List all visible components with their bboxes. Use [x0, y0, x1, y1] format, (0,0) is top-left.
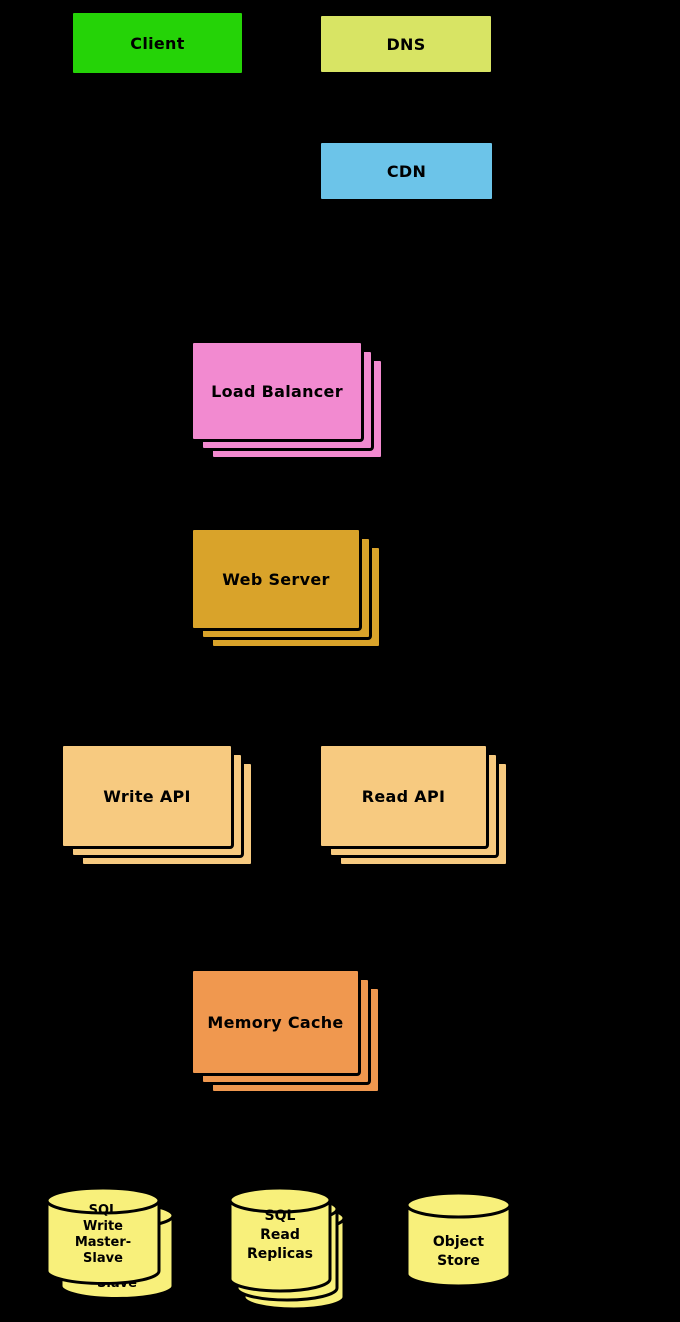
sql-write-master-slave-label: SQL Write Master- Slave — [74, 1203, 132, 1266]
memory-cache-face: Memory Cache — [190, 968, 361, 1076]
read-api-node: Read API — [318, 743, 509, 867]
cdn-label: CDN — [386, 161, 427, 181]
dns-label: DNS — [386, 34, 426, 54]
dns-node: DNS — [318, 13, 494, 75]
cdn-node: CDN — [318, 140, 495, 202]
sql-read-replicas-node: SQL Read Replicas — [228, 1186, 346, 1311]
sql-write-master-slave-node: Slave SQL Write Master- Slave — [45, 1186, 175, 1300]
web-server-face: Web Server — [190, 527, 362, 631]
memory-cache-label: Memory Cache — [207, 1012, 344, 1032]
load-balancer-face: Load Balancer — [190, 340, 364, 442]
client-label: Client — [130, 33, 185, 53]
write-api-face: Write API — [60, 743, 234, 849]
load-balancer-node: Load Balancer — [190, 340, 384, 460]
sql-read-replicas-label: SQL Read Replicas — [247, 1208, 313, 1262]
write-api-node: Write API — [60, 743, 254, 867]
database-cylinder — [45, 1186, 161, 1285]
client-node: Client — [70, 10, 245, 76]
object-store-label: Object Store — [432, 1234, 485, 1269]
write-api-label: Write API — [103, 786, 191, 806]
read-api-face: Read API — [318, 743, 489, 849]
object-store-node: Object Store — [405, 1191, 512, 1290]
web-server-label: Web Server — [222, 569, 330, 589]
database-cylinder — [405, 1191, 512, 1288]
database-cylinder — [228, 1186, 332, 1293]
load-balancer-label: Load Balancer — [211, 381, 343, 401]
read-api-label: Read API — [361, 786, 446, 806]
memory-cache-node: Memory Cache — [190, 968, 381, 1094]
web-server-node: Web Server — [190, 527, 382, 649]
